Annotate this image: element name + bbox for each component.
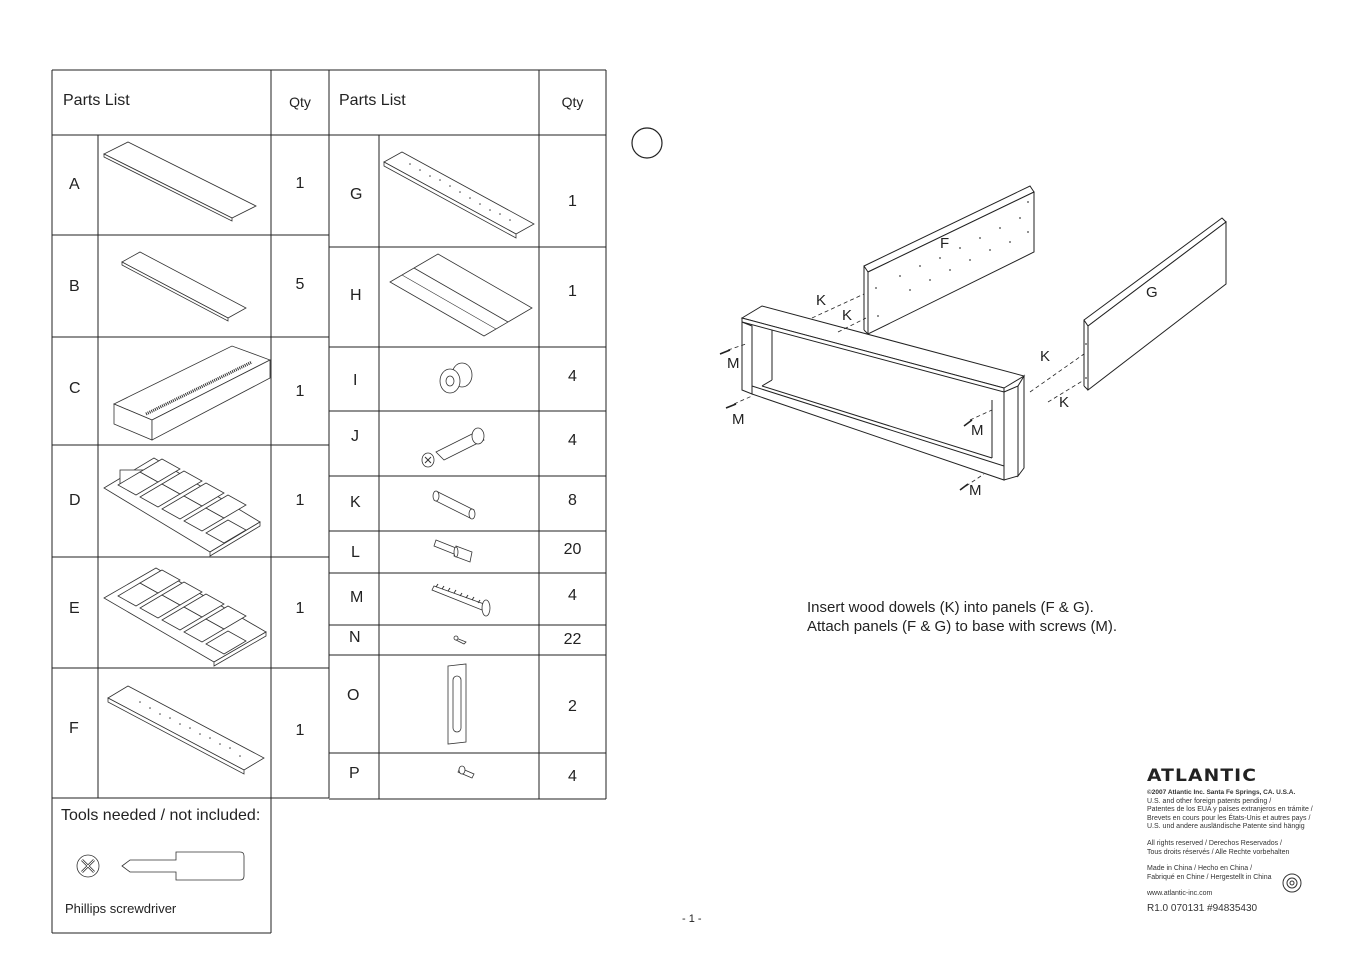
right-qty-header: Qty [561, 94, 584, 110]
part-b-shelf-drawing [121, 251, 247, 322]
step-circle [631, 127, 663, 159]
panel-f-drawing [863, 185, 1035, 335]
brand-logo: ATLANTIC [1147, 766, 1258, 786]
part-qty-d: 1 [295, 492, 305, 509]
part-qty-f: 1 [295, 722, 305, 739]
part-letter-m: M [350, 589, 364, 606]
part-letter-n: N [349, 629, 361, 646]
part-letter-g: G [350, 186, 363, 203]
part-letter-c: C [69, 380, 81, 397]
tools-title: Tools needed / not included: [61, 807, 261, 824]
part-qty-b: 5 [295, 276, 305, 293]
part-qty-h: 1 [568, 283, 577, 300]
part-qty-a: 1 [295, 175, 305, 192]
instruction-line-1: Insert wood dowels (K) into panels (F & … [807, 599, 1094, 616]
label-screw-m-4: M [969, 482, 982, 499]
part-i-cam-lock-drawing [439, 362, 473, 394]
part-f-panel-drawing [107, 685, 265, 775]
part-letter-p: P [349, 765, 360, 782]
part-j-cam-bolt-drawing [421, 427, 485, 468]
part-qty-j: 4 [568, 432, 577, 449]
right-table-header: Parts List [339, 92, 406, 109]
part-qty-p: 4 [568, 768, 577, 785]
made-in-line-2: Fabriqué en Chine / Hergestellt in China [1147, 873, 1272, 881]
panel-g-drawing [1083, 217, 1227, 392]
patent-line-2: Patentes de los EUA y países extranjeros… [1147, 806, 1313, 814]
website: www.atlantic-inc.com [1147, 890, 1213, 898]
part-e-door-drawing [103, 567, 267, 667]
part-letter-d: D [69, 492, 81, 509]
part-letter-l: L [351, 544, 360, 561]
part-qty-e: 1 [295, 600, 305, 617]
label-screw-m-2: M [732, 411, 745, 428]
part-k-dowel-drawing [432, 490, 476, 520]
part-letter-a: A [69, 176, 80, 193]
part-qty-m: 4 [568, 587, 577, 604]
page-number: - 1 - [682, 913, 702, 925]
part-c-base-drawing [113, 345, 271, 441]
part-g-panel-drawing [383, 151, 535, 239]
rights-line-2: Tous droits réservés / Alle Rechte vorbe… [1147, 848, 1290, 856]
part-d-door-drawing [103, 457, 261, 557]
part-letter-j: J [351, 428, 359, 445]
part-letter-o: O [347, 687, 360, 704]
part-o-handle-drawing [447, 663, 467, 745]
revision: R1.0 070131 #94835430 [1147, 902, 1258, 914]
base-frame-drawing [740, 305, 1026, 481]
part-qty-g: 1 [568, 193, 577, 210]
part-m-screw-drawing [431, 583, 491, 617]
tools-caption: Phillips screwdriver [65, 901, 177, 916]
part-qty-l: 20 [563, 541, 582, 558]
label-dowel-k-3: K [1040, 348, 1051, 365]
part-letter-k: K [350, 494, 361, 511]
part-a-panel-drawing [103, 141, 257, 222]
rights-line-1: All rights reserved / Derechos Reservado… [1147, 839, 1282, 847]
label-dowel-k-2: K [842, 307, 853, 324]
part-letter-e: E [69, 600, 80, 617]
patent-line-1: U.S. and other foreign patents pending / [1147, 797, 1272, 805]
left-table-header: Parts List [63, 92, 130, 109]
part-qty-k: 8 [568, 492, 577, 509]
part-qty-n: 22 [563, 631, 582, 648]
made-in-line-1: Made in China / Hecho en China / [1147, 865, 1253, 873]
label-screw-m-3: M [971, 422, 984, 439]
part-l-pin-drawing [433, 539, 473, 563]
copyright: ©2007 Atlantic Inc. Santa Fe Springs, CA… [1147, 789, 1296, 796]
label-dowel-k-4: K [1059, 394, 1070, 411]
part-qty-o: 2 [568, 698, 577, 715]
patent-line-3: Brevets en cours pour les États-Unis et … [1147, 814, 1311, 822]
left-qty-header: Qty [289, 94, 311, 110]
part-qty-c: 1 [295, 383, 305, 400]
part-letter-b: B [69, 278, 80, 295]
part-letter-i: I [353, 372, 358, 389]
part-qty-i: 4 [568, 368, 577, 385]
part-letter-h: H [350, 287, 362, 304]
label-screw-m-1: M [727, 355, 740, 372]
part-n-screw-drawing [453, 635, 467, 645]
part-h-backpanel-drawing [389, 253, 533, 337]
instructions: Insert wood dowels (K) into panels (F & … [807, 598, 1117, 636]
instruction-line-2: Attach panels (F & G) to base with screw… [807, 618, 1118, 635]
label-dowel-k-1: K [816, 292, 827, 309]
label-panel-g: G [1146, 284, 1158, 301]
patent-line-4: U.S. und andere ausländische Patente sin… [1147, 823, 1305, 831]
screws-m [719, 349, 973, 491]
part-p-screw-drawing [457, 765, 475, 779]
dowel-guide-lines [727, 293, 1085, 487]
footer-block: ATLANTIC ©2007 Atlantic Inc. Santa Fe Sp… [1147, 766, 1317, 914]
label-panel-f: F [940, 235, 950, 252]
part-letter-f: F [69, 720, 79, 737]
